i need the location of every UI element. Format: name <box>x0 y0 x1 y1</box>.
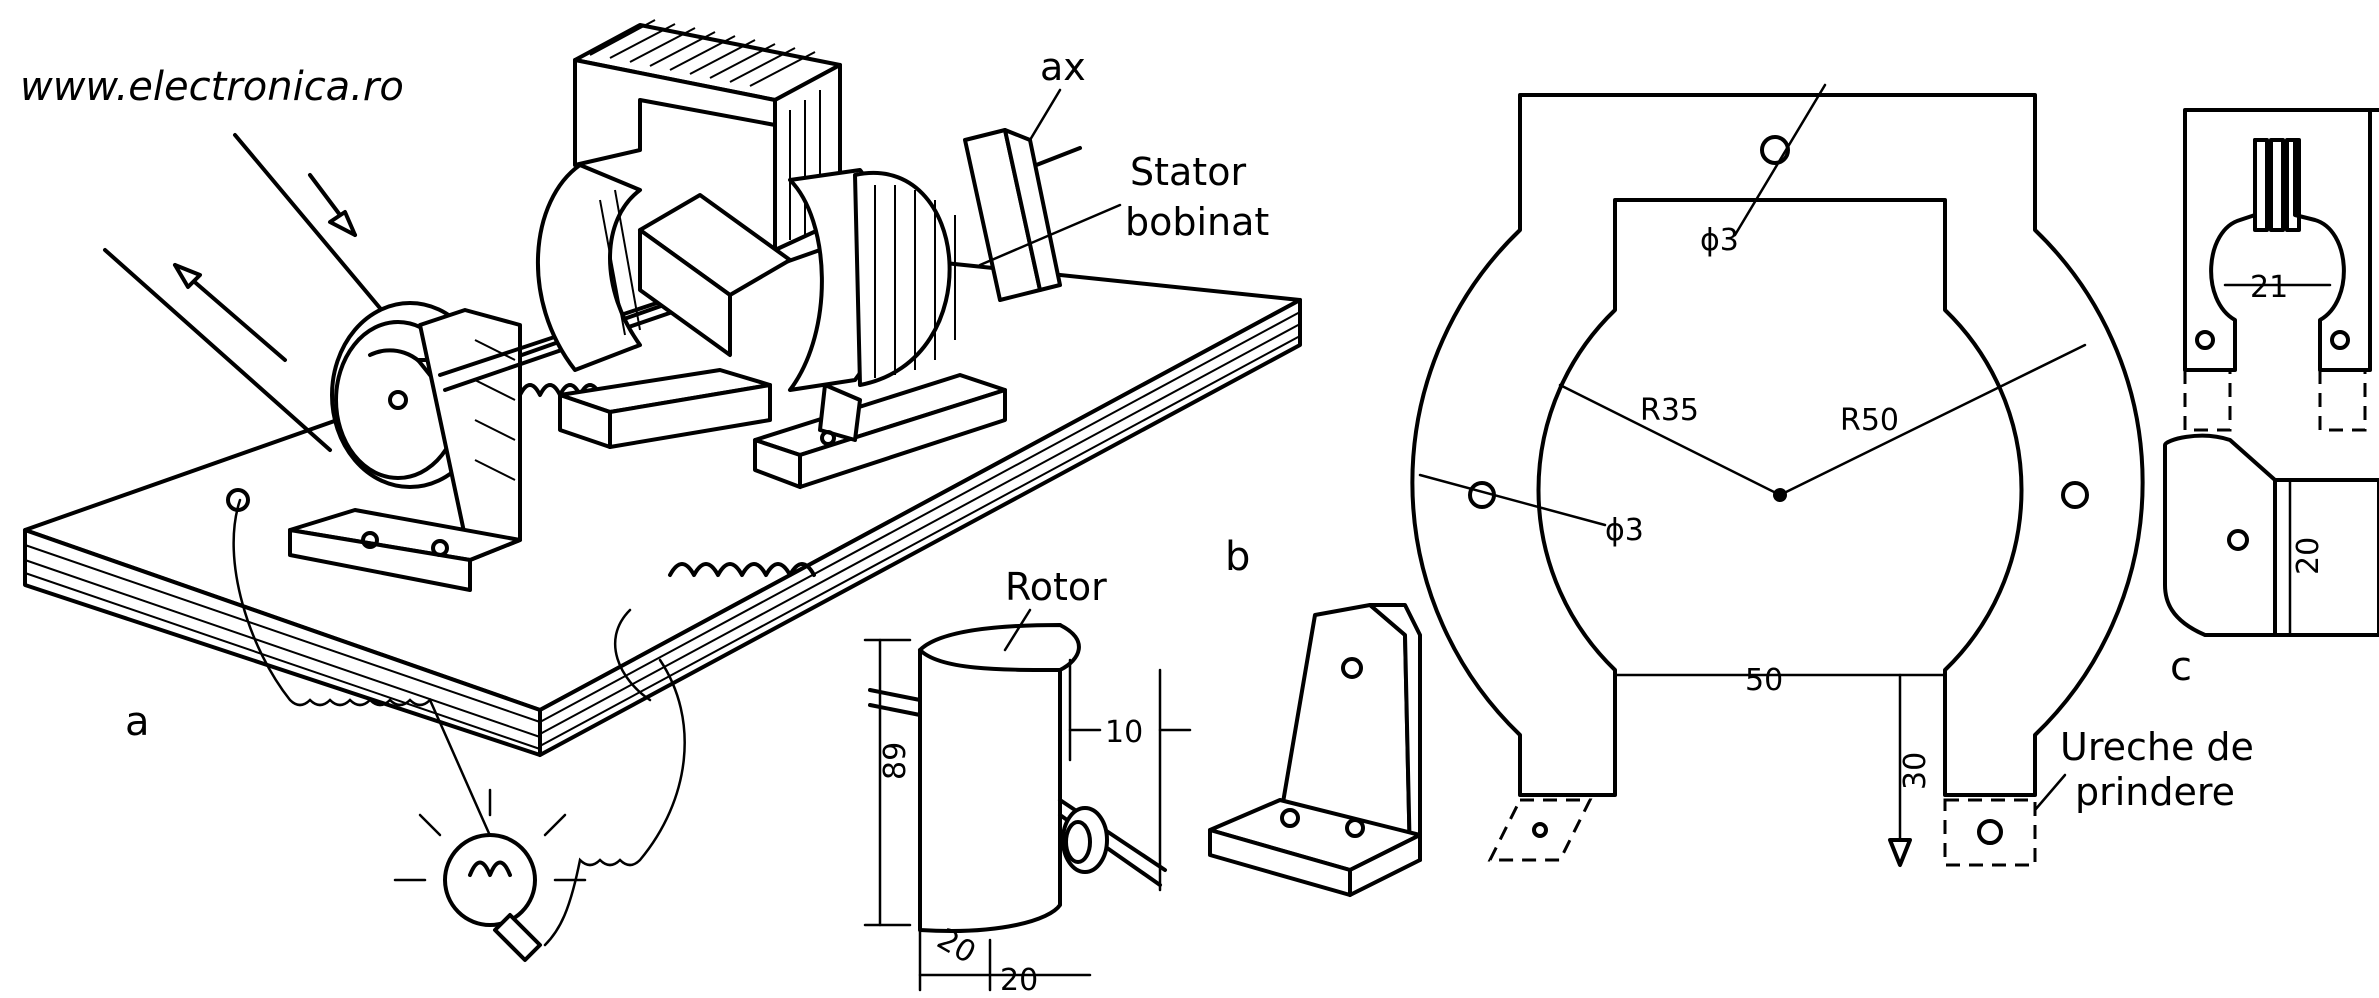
figure-b-rotor <box>868 623 1167 933</box>
dim-c-block: 20 <box>2291 537 2326 575</box>
light-rays <box>103 133 392 452</box>
label-ax: ax <box>1040 45 1086 89</box>
panel-label-a: a <box>125 699 150 745</box>
label-ear-line2: prindere <box>2075 770 2235 814</box>
dim-hole-left: ϕ3 <box>1605 513 1644 548</box>
dim-radius-outer: R50 <box>1840 403 1899 438</box>
dim-c-opening: 21 <box>2250 270 2288 305</box>
label-stator-line2: bobinat <box>1125 200 1269 244</box>
label-rotor: Rotor <box>1005 565 1107 609</box>
rotor-dimensions <box>863 638 1192 992</box>
figure-c-detail <box>2163 108 2379 637</box>
rotor-inside <box>638 193 792 357</box>
base-board <box>23 248 1302 757</box>
label-ear-line1: Ureche de <box>2060 725 2254 769</box>
stator-plate <box>1410 93 2145 867</box>
lamp-wire-right <box>543 658 686 947</box>
dim-rotor-shaft: 10 <box>1105 715 1143 750</box>
winding-leads <box>668 562 816 577</box>
lamp-wire-left <box>232 498 522 902</box>
figure-a-assembly <box>23 19 1302 962</box>
light-bulb-icon <box>393 788 587 962</box>
stator-poles <box>536 163 956 392</box>
panel-label-c: c <box>2170 644 2192 690</box>
dim-gap: 50 <box>1745 663 1783 698</box>
panel-label-b: b <box>1225 534 1250 580</box>
bearing-bracket-part <box>1208 603 1422 897</box>
label-stator-line1: Stator <box>1130 150 1246 194</box>
rear-bracket <box>963 128 1062 302</box>
dim-radius-inner: R35 <box>1640 393 1699 428</box>
stator-feet <box>558 368 1007 489</box>
stator-plate-dimensions <box>1418 83 2087 867</box>
watermark-text: www.electronica.ro <box>20 64 404 110</box>
dim-hole-top: ϕ3 <box>1700 223 1739 258</box>
dim-leg: 30 <box>1898 752 1933 790</box>
dim-rotor-width: 20 <box>1000 963 1038 998</box>
dim-rotor-height: 89 <box>878 742 913 780</box>
